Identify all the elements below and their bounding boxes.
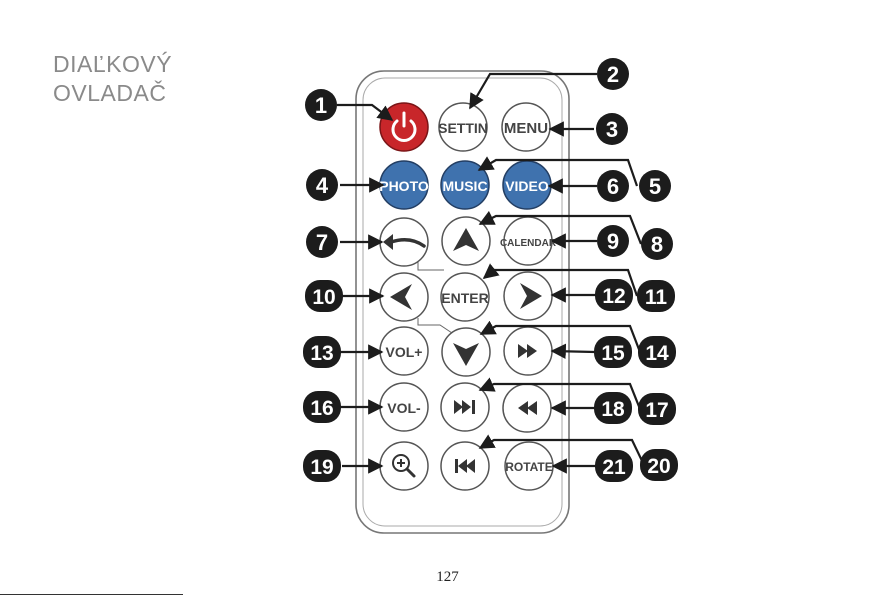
zoom-button[interactable] <box>380 442 428 490</box>
callout-4-number: 4 <box>316 173 329 198</box>
rewind-button[interactable] <box>503 384 551 432</box>
callout-13: 13 <box>303 336 341 368</box>
menu-button[interactable]: MENU <box>502 103 550 151</box>
callout-15: 15 <box>594 336 632 368</box>
callout-5: 5 <box>639 170 671 202</box>
rotate-button-label: ROTATE <box>505 460 553 474</box>
setting-button-label: SETTIN <box>438 120 488 136</box>
callout-8-number: 8 <box>651 232 663 257</box>
callout-2-number: 2 <box>607 62 619 87</box>
callout-8: 8 <box>641 228 673 260</box>
arrow-15 <box>552 351 595 352</box>
down-button[interactable] <box>442 328 490 376</box>
left-button[interactable] <box>380 273 428 321</box>
photo-button[interactable]: PHOTO <box>379 161 429 209</box>
callout-13-number: 13 <box>310 342 333 365</box>
callout-21: 21 <box>595 450 633 482</box>
callout-10-number: 10 <box>312 286 335 309</box>
callout-7-number: 7 <box>316 230 328 255</box>
callout-19: 19 <box>303 450 341 482</box>
volume-down-button[interactable]: VOL- <box>380 383 428 431</box>
setting-button[interactable]: SETTIN <box>438 103 488 151</box>
menu-button-label: MENU <box>504 120 548 137</box>
rotate-button[interactable]: ROTATE <box>505 442 553 490</box>
callout-4: 4 <box>306 169 338 201</box>
callout-6: 6 <box>597 170 629 202</box>
music-button-label: MUSIC <box>442 178 487 194</box>
callout-9-number: 9 <box>607 229 619 254</box>
callout-5-number: 5 <box>649 174 661 199</box>
callout-18-number: 18 <box>601 398 625 421</box>
page-number: 127 <box>0 569 895 586</box>
callout-3-number: 3 <box>606 117 618 142</box>
callout-20: 20 <box>640 449 678 481</box>
skip-previous-button[interactable] <box>441 442 489 490</box>
callout-12: 12 <box>595 279 633 311</box>
footer-rule <box>0 594 183 595</box>
callout-14: 14 <box>638 336 676 368</box>
callout-9: 9 <box>597 225 629 257</box>
up-button[interactable] <box>442 217 490 265</box>
callout-18: 18 <box>594 392 632 424</box>
callout-1-number: 1 <box>315 93 327 118</box>
calendar-button-label: CALENDAR <box>500 238 557 249</box>
callout-12-number: 12 <box>602 285 625 308</box>
callout-14-number: 14 <box>645 342 669 365</box>
right-button[interactable] <box>504 272 552 320</box>
callout-20-number: 20 <box>647 455 670 478</box>
enter-button-label: ENTER <box>441 290 488 306</box>
volume-up-button-label: VOL+ <box>386 344 423 360</box>
callout-21-number: 21 <box>602 456 626 479</box>
callout-17: 17 <box>638 393 676 425</box>
volume-up-button[interactable]: VOL+ <box>380 327 428 375</box>
callout-3: 3 <box>596 113 628 145</box>
callout-10: 10 <box>305 280 343 312</box>
video-button[interactable]: VIDEO <box>503 161 551 209</box>
callout-17-number: 17 <box>645 399 668 422</box>
enter-button[interactable]: ENTER <box>441 273 489 321</box>
callout-15-number: 15 <box>601 342 625 365</box>
callout-11-number: 11 <box>645 286 668 309</box>
callout-11: 11 <box>637 280 675 312</box>
callout-6-number: 6 <box>607 174 619 199</box>
callout-2: 2 <box>597 58 629 90</box>
volume-down-button-label: VOL- <box>387 400 421 416</box>
power-button[interactable] <box>380 103 428 151</box>
video-button-label: VIDEO <box>505 178 549 194</box>
back-button[interactable] <box>380 218 428 266</box>
fast-forward-button[interactable] <box>504 327 552 375</box>
callout-7: 7 <box>306 226 338 258</box>
callout-16-number: 16 <box>310 397 333 420</box>
callout-16: 16 <box>303 391 341 423</box>
callout-1: 1 <box>305 89 337 121</box>
callout-19-number: 19 <box>310 456 333 479</box>
photo-button-label: PHOTO <box>379 178 429 194</box>
